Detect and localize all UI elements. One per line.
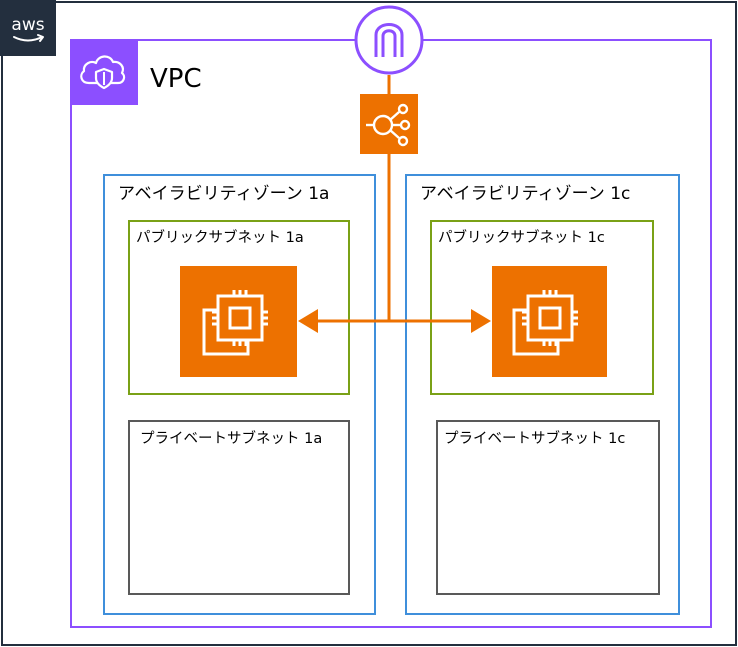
- availability-zone-1a-label: アベイラビリティゾーン 1a: [118, 184, 330, 204]
- aws-logo-icon: aws: [0, 0, 56, 56]
- availability-zone-1c: [405, 174, 680, 615]
- vpc-label: VPC: [150, 64, 202, 94]
- private-subnet-1a: [128, 420, 350, 595]
- public-subnet-1c-label: パブリックサブネット 1c: [438, 230, 605, 246]
- vpc-cloud-shield-icon: [70, 39, 138, 105]
- public-subnet-1a-label: パブリックサブネット 1a: [136, 230, 304, 246]
- public-subnet-1a: [128, 220, 350, 395]
- ec2-instance-icon: [492, 266, 607, 377]
- ec2-instance-icon: [180, 266, 297, 377]
- internet-gateway-icon: [354, 5, 424, 75]
- availability-zone-1c-label: アベイラビリティゾーン 1c: [420, 184, 631, 204]
- availability-zone-1a: [103, 174, 376, 615]
- private-subnet-1a-label: プライベートサブネット 1a: [140, 431, 323, 447]
- public-subnet-1c: [430, 220, 654, 395]
- aws-logo-text: aws: [11, 15, 44, 35]
- private-subnet-1c-label: プライベートサブネット 1c: [444, 431, 626, 447]
- private-subnet-1c: [436, 420, 660, 595]
- elastic-load-balancer-icon: [360, 94, 418, 154]
